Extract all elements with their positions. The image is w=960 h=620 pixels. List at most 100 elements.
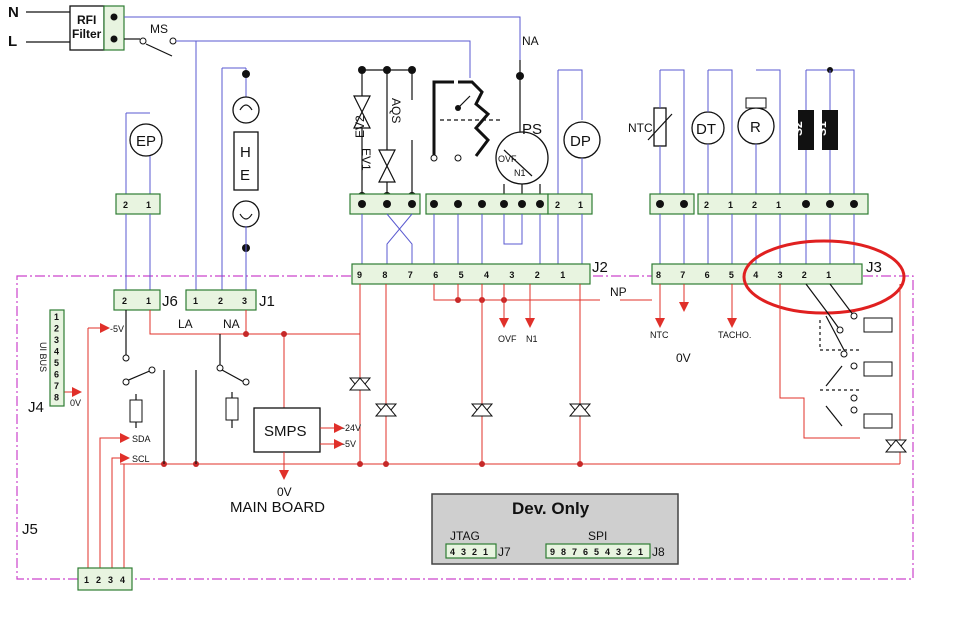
smps-24v-label: -24V [342,423,361,433]
j8-pin-3: 7 [572,547,577,557]
ps-label: PS [522,121,542,138]
motor-group: NTC DT R S2 S1 [628,67,855,196]
svg-text:2: 2 [218,296,223,306]
s1-sensor [822,110,838,150]
j8-pin-9: 1 [638,547,643,557]
rfi-output-connector [103,5,125,51]
j3-pin-7: 2 [802,270,807,280]
j2-pin-5: 5 [459,270,464,280]
ps-connector [425,193,549,215]
rfi-filter [69,5,105,51]
smps-label: SMPS [264,423,307,440]
j8-pin-5: 5 [594,547,599,557]
j2-pin-4: 6 [433,270,438,280]
j2-pin-1: 9 [357,270,362,280]
rfi-label-1: RFI [77,13,96,27]
j3-highlight-ellipse [742,239,906,315]
he-relay [195,334,250,464]
j8-pin-7: 3 [616,547,621,557]
ps-ovf-label: OVF [498,154,517,164]
l-label: L [8,33,17,50]
ui-bus-label: UI BUS [38,342,48,372]
j8-pin-6: 4 [605,547,610,557]
svg-text:2: 2 [704,200,709,210]
zero-v-label: 0V [676,351,691,365]
ev2-label: EV2 [353,115,367,138]
main-board-label: MAIN BOARD [230,499,325,516]
triac-group [348,377,908,453]
tacho-label: TACHO. [718,330,751,340]
s2-label: S2 [791,121,805,136]
smps-0v-label: 0V [277,485,292,499]
na-label: NA [223,317,240,331]
j4-pin-6: 6 [54,370,59,380]
la-label: LA [178,317,193,331]
j2-connector: J2 [351,259,608,285]
dev-only-title: Dev. Only [512,499,590,518]
j4-pin-4: 4 [54,347,59,357]
j7-pin-2: 3 [461,547,466,557]
aqs-label: AQS [389,98,403,123]
triac-icon [374,403,398,417]
ms-label: MS [150,22,168,36]
smps-5v-label: -5V [342,439,356,449]
n-label: N [8,4,19,21]
svg-text:1: 1 [578,200,583,210]
main-board-outline [16,275,914,580]
j3-pin-1: 8 [656,270,661,280]
j2-pin-8: 2 [535,270,540,280]
np-label: NP [610,285,627,299]
he-valve-connector [349,193,421,215]
valve-block: EV2 EV1 AQS [353,66,416,200]
dp-connector: 2 1 [547,193,593,215]
j3-pin-8: 1 [826,270,831,280]
s1-label: S1 [815,121,829,136]
j2-pin-7: 3 [509,270,514,280]
j7-pin-1: 4 [450,547,455,557]
he-label-e: E [240,167,250,184]
ev1-label: EV1 [359,148,373,171]
rfi-label-2: Filter [72,27,102,41]
j4-pin-5: 5 [54,358,59,368]
triac-icon [348,377,372,391]
svg-text:2: 2 [123,200,128,210]
j5-connector: J5 [22,521,133,591]
j1-label: J1 [259,293,275,310]
motor-connector: 2 1 2 1 [697,193,869,215]
j2-label: J2 [592,259,608,276]
ps-n1-label: N1 [514,168,526,178]
relay-coil-icon [225,397,239,421]
j5-pin-3: 3 [108,575,113,585]
r-label: R [750,119,761,136]
ep-connector [115,193,161,215]
j7-pin-4: 1 [483,547,488,557]
j4-label: J4 [28,399,44,416]
j2-pin-2: 8 [382,270,387,280]
ps-pressure-switch: PS OVF N1 [430,60,549,196]
relay-coil-icon [863,317,893,333]
board-red-wiring: NP OVF N1 NTC 0V TACHO. [64,284,901,568]
j5-pin-4: 4 [120,575,125,585]
svg-text:1: 1 [193,296,198,306]
j8-pin-2: 8 [561,547,566,557]
smps-block: SMPS -24V -5V 0V MAIN BOARD [230,407,361,516]
j3-pin-2: 7 [680,270,685,280]
j3-pin-4: 5 [729,270,734,280]
j1-connector: 1 2 3 J1 [185,289,275,311]
j7-label: J7 [498,545,511,559]
n1-out-label: N1 [526,334,538,344]
j3-pin-6: 3 [778,270,783,280]
ep-relay [122,310,165,464]
j2-pin-6: 4 [484,270,489,280]
relay-coil-icon [863,413,893,429]
s2-sensor [798,110,814,150]
j6-connector: 2 1 J6 [113,289,178,311]
svg-text:1: 1 [146,296,151,306]
dev-only-box: Dev. Only JTAG SPI J7 J8 [431,493,679,565]
j4-pin-1: 1 [54,312,59,322]
j5-pin-2: 2 [96,575,101,585]
svg-text:2: 2 [752,200,757,210]
relay-coil-icon [863,361,893,377]
